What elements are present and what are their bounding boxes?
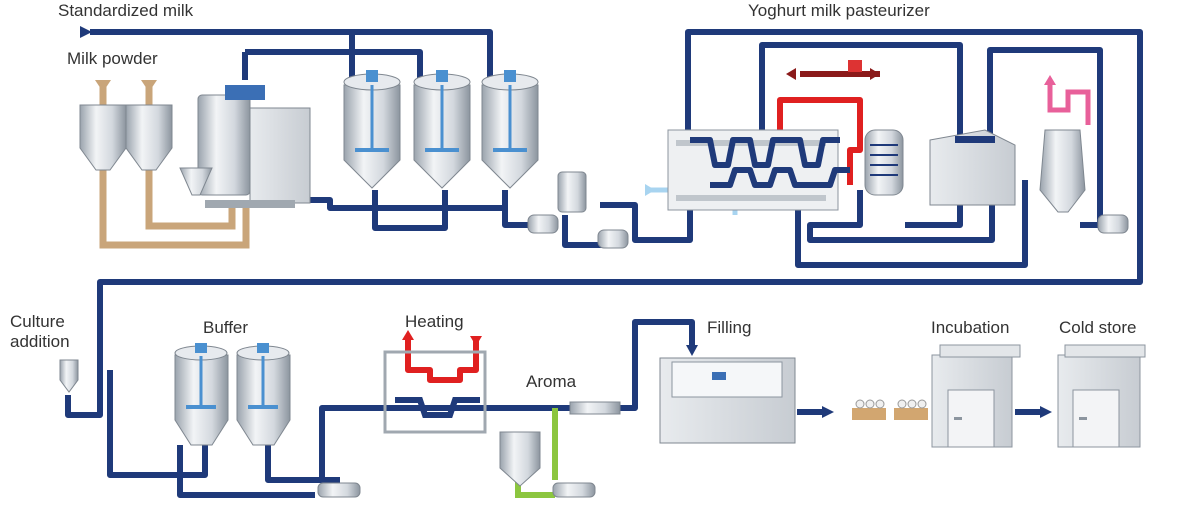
buffer-tank-2 (236, 343, 291, 446)
label-cold-store: Cold store (1059, 318, 1137, 337)
powder-silo-1 (79, 104, 127, 171)
filling-machine (659, 357, 796, 444)
cooling-arrow (645, 184, 655, 196)
label-standardized-milk: Standardized milk (58, 1, 194, 20)
label-culture-line1: Culture (10, 312, 65, 331)
aroma-dosing-unit (569, 401, 621, 415)
pasteurizer-zigzag (690, 137, 850, 188)
label-yoghurt-milk-pasteurizer: Yoghurt milk pasteurizer (748, 1, 930, 20)
silo-tank-1 (343, 70, 401, 189)
powder-arrows (95, 80, 157, 92)
product-arrows (80, 26, 1052, 418)
incubation-room (931, 344, 1021, 448)
pump-1 (527, 214, 559, 234)
silo-tank-2 (413, 70, 471, 189)
yoghurt-cups-tray-2 (894, 399, 928, 420)
pump-2 (597, 229, 629, 249)
pump-5 (552, 482, 596, 498)
label-milk-powder: Milk powder (67, 49, 158, 68)
pump-3 (1097, 214, 1129, 234)
steam-line (786, 68, 880, 80)
label-incubation: Incubation (931, 318, 1010, 337)
label-heating: Heating (405, 312, 464, 331)
steam-valve (848, 60, 862, 72)
homogenizer (929, 129, 1016, 206)
pump-4 (317, 482, 361, 498)
pink-line (1044, 75, 1091, 125)
aroma-tank (499, 431, 541, 487)
balance-tank (557, 171, 587, 213)
vacuum-deaerator (1039, 129, 1086, 213)
heating-plate-exchanger (383, 350, 487, 434)
label-culture-line2: addition (10, 332, 70, 351)
heating-lines (405, 97, 863, 383)
culture-tank (59, 359, 79, 393)
mixing-unit (179, 85, 311, 208)
product-lines (65, 29, 1143, 498)
label-aroma: Aroma (526, 372, 577, 391)
aroma-line (515, 408, 558, 498)
yoghurt-cups-tray-1 (852, 399, 886, 420)
label-buffer: Buffer (203, 318, 249, 337)
label-filling: Filling (707, 318, 752, 337)
powder-silo-2 (125, 104, 173, 171)
heating-arrows (402, 330, 482, 346)
holding-coil (864, 129, 904, 196)
cold-store-room (1057, 344, 1146, 448)
silo-tank-3 (481, 70, 539, 189)
buffer-tank-1 (174, 343, 229, 446)
label-culture-addition: Culture addition (10, 312, 70, 352)
